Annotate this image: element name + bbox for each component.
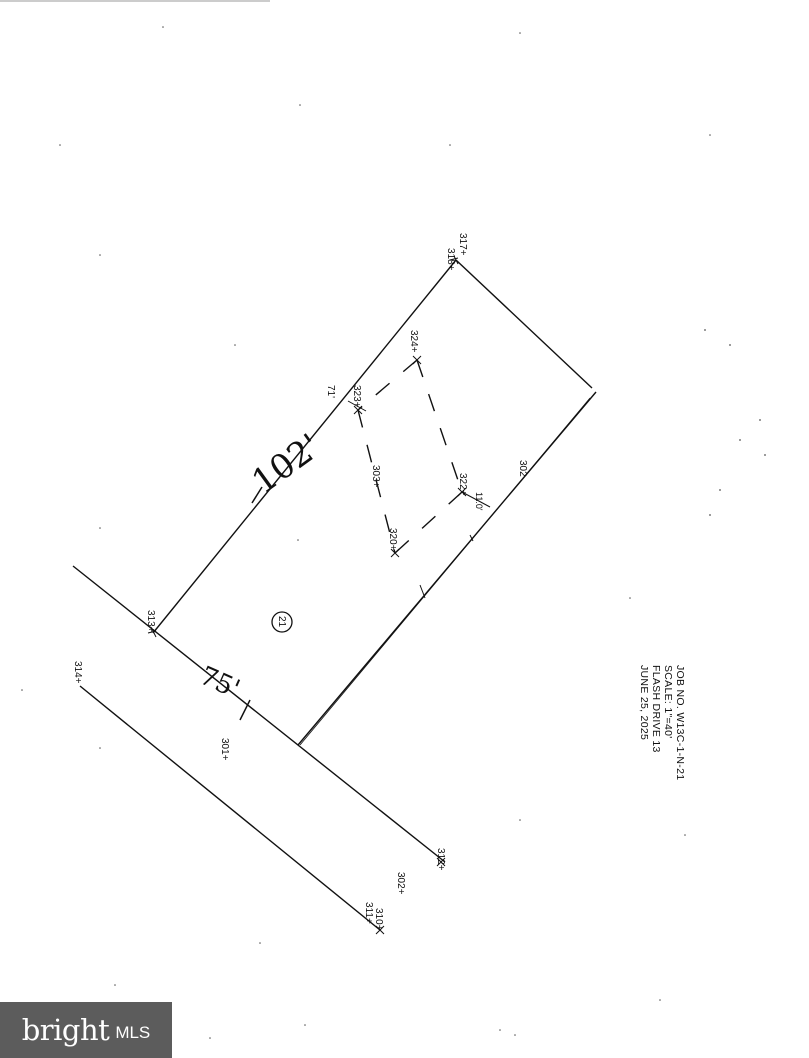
point-label-320: 320+ [387,528,398,551]
logo-word: bright [21,1013,110,1047]
handwritten-frontage: 102' [245,426,329,502]
point-label-302: 302+ [395,872,406,895]
point-label-317: 317+ [457,233,468,256]
point-label-310: 310+ [373,908,384,931]
point-label-323: 323+ [351,385,362,408]
dimension-labels: 71' 11.0' [325,385,484,511]
point-label-313: 313+ [145,610,156,633]
dimension-71: 71' [325,385,336,398]
point-label-301: 301+ [219,738,230,761]
point-label-322: 322+ [457,473,468,496]
scan-specks [21,26,766,1039]
point-label-302-rear: 302 [517,460,528,477]
dimension-ticks [347,400,491,599]
bright-mls-logo: bright MLS [0,1002,172,1058]
point-labels: 317+ 318+ 324+ 323+ 303+ 322+ 320+ 313+ … [72,233,528,931]
street-line-lower [79,685,381,931]
dimension-11: 11.0' [474,492,484,511]
drive-label: FLASH DRIVE 13 [650,665,662,753]
rear-property-line-inner [299,397,591,746]
dwelling-footprint [357,359,463,554]
date-label: JUNE 25, 2025 [638,665,650,741]
scale-label: SCALE: 1"=40' [662,665,674,739]
point-label-303: 303+ [370,465,381,488]
street-lines [72,565,446,931]
logo-suffix: MLS [115,1023,151,1042]
job-info-block: JOB NO. W13C-1-N-21 SCALE: 1"=40' FLASH … [638,665,686,780]
job-number: JOB NO. W13C-1-N-21 [674,665,686,781]
lot-number: 21 [276,616,287,628]
point-label-318: 318+ [445,248,456,271]
point-label-312: 312+ [435,848,446,871]
front-property-line [152,259,457,634]
point-markers [147,255,467,935]
street-line-upper [72,565,446,863]
point-label-324: 324+ [408,330,419,353]
handwritten-notes: 102' 75' [195,426,329,721]
lot-number-marker: 21 [271,611,293,633]
point-label-314: 314+ [72,661,83,684]
handwritten-depth: 75' [195,661,244,705]
lot-circle [271,611,293,633]
point-label-311: 311+ [363,902,374,924]
lot-boundary [152,259,597,746]
side-property-line [455,259,593,389]
